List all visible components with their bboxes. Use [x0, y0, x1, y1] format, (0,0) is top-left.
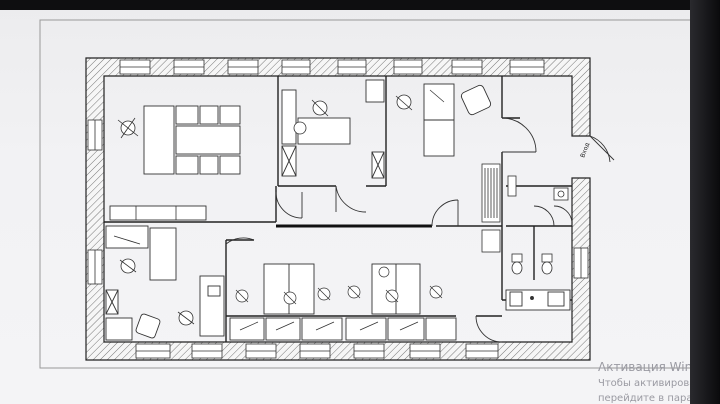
stall-panel	[507, 175, 517, 197]
office-desks	[281, 79, 385, 179]
office-chair-icon	[293, 99, 329, 135]
open-office-cabinets	[263, 263, 421, 315]
kitchenette	[505, 289, 571, 311]
desk-detail	[239, 321, 419, 331]
office-chair-icon	[235, 266, 443, 305]
radiator	[481, 163, 501, 253]
side-windows	[87, 119, 589, 285]
storage-cabinet	[109, 205, 207, 221]
office-chair-icon	[395, 94, 413, 111]
windows-activation-line1: Чтобы активировать	[598, 378, 708, 389]
conference-table	[143, 105, 241, 175]
windows-activation-title: Активация Windows	[598, 360, 720, 374]
office-chair-icon	[117, 117, 139, 139]
windows-activation-line2: перейдите в параметры	[598, 393, 720, 404]
armchair-icon	[135, 313, 161, 339]
workstation-desks	[229, 317, 457, 341]
exit-label: Вход	[579, 142, 591, 159]
desk-detail	[429, 89, 445, 103]
office-chair-icon	[119, 258, 195, 326]
monitor-bezel-right	[690, 0, 720, 404]
top-windows	[119, 59, 545, 75]
sink-icon	[553, 187, 569, 201]
monitor-bezel-top	[0, 0, 720, 10]
bottom-windows	[135, 343, 499, 359]
office-desks	[105, 225, 225, 341]
armchair-icon	[460, 84, 492, 116]
door-swings	[225, 117, 615, 343]
toilet-icon	[511, 253, 553, 275]
office-desks	[423, 83, 455, 157]
